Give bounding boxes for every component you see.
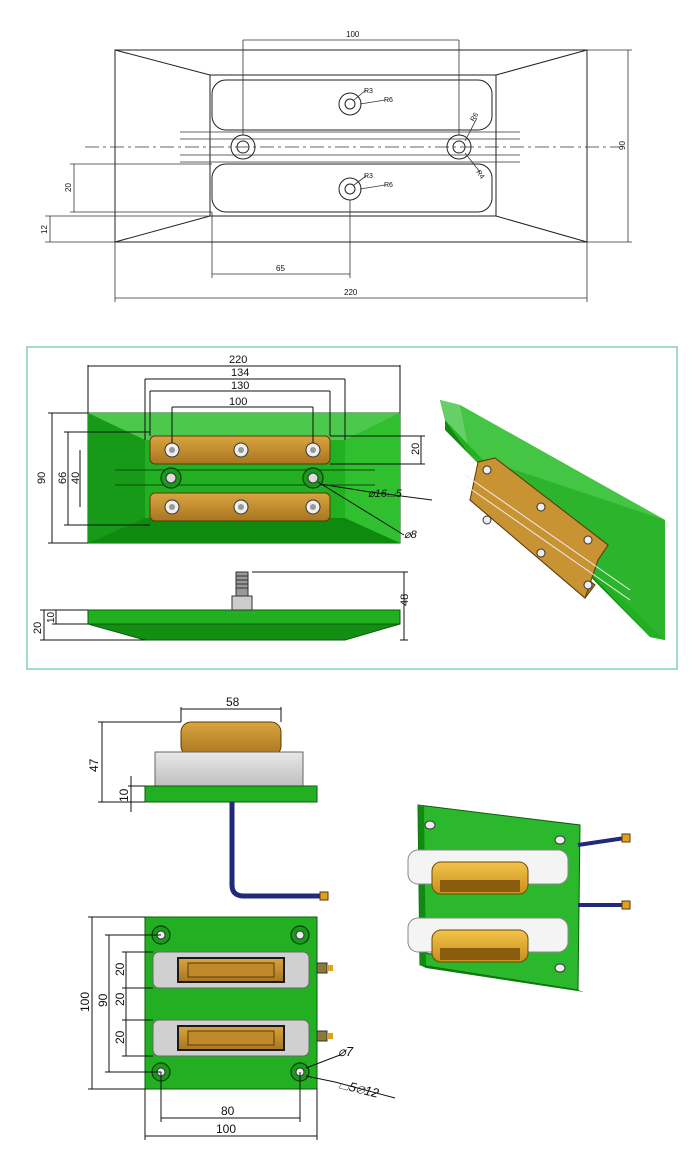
dim-r3-bottom: R3 [364,173,373,180]
dim-90: 90 [36,472,48,484]
dim-220-bottom: 220 [344,288,358,297]
dim-47: 47 [87,758,101,772]
dim-130: 130 [231,380,249,392]
dim-90-right: 90 [618,141,627,150]
base-plate-side [144,785,318,803]
dim-20: 20 [410,443,422,455]
base-plate-top [144,916,318,1090]
front-view [87,412,401,544]
copper-block [180,721,282,757]
side-elevation: 58 47 10 [87,695,329,901]
dim-20-b: 20 [113,992,127,1006]
dim-100-vertical: 100 [78,992,92,1012]
dim-20-c: 20 [113,1030,127,1044]
drawing-frame [26,346,678,670]
dim-40: 40 [70,472,82,484]
dim-r6-bottom: R6 [384,182,393,189]
technical-drawing-middle: 220 134 130 100 90 66 40 [26,346,678,670]
plate-outline [114,49,588,243]
dim-dia7: ⌀7 [338,1044,354,1059]
top-slot [211,79,493,131]
dim-r6-right: R6 [470,112,481,123]
dim-48: 48 [399,594,411,606]
dim-20-side: 20 [32,622,44,634]
bottom-slot [211,163,493,213]
plan-view: 100 90 20 20 20 ⌀7 ⌴5⌀12 80 [78,916,396,1140]
dim-100-top: 100 [346,30,360,39]
dim-100-horizontal: 100 [216,1122,236,1136]
hole-top [338,92,362,116]
dim-100: 100 [229,396,247,408]
dim-r3-top: R3 [364,88,373,95]
dim-65: 65 [276,264,285,273]
isometric-view [440,400,665,640]
insulator-block [154,751,304,787]
dim-58: 58 [226,695,240,709]
dim-r6-top: R6 [384,97,393,104]
front-view-dimensions: 220 134 130 100 90 66 40 [36,354,433,544]
inner-rect [209,74,497,217]
dim-80: 80 [221,1104,235,1118]
dim-10-side: 10 [46,611,57,623]
hole-bottom [338,177,362,201]
dim-12-left: 12 [40,225,49,234]
dim-dia8: ⌀8 [404,529,418,541]
dim-220: 220 [229,354,247,366]
dim-134: 134 [231,367,249,379]
dim-cbore12: ⌴5⌀12 [337,1076,381,1101]
cable [229,802,322,899]
dim-r4-right: R4 [474,169,485,180]
dim-dia16: ⌀16⌴5 [368,488,403,500]
dim-20-left: 20 [64,183,73,192]
dim-10: 10 [117,788,131,802]
dim-20-a: 20 [113,962,127,976]
isometric-component [407,804,631,992]
technical-drawing-top: R3 R6 R3 R6 R6 R4 100 90 20 12 65 22 [40,30,632,302]
dim-90: 90 [96,993,110,1007]
side-view: 48 20 10 [32,571,411,641]
dim-66: 66 [57,472,69,484]
technical-drawing-bottom: 58 47 10 [78,695,631,1140]
